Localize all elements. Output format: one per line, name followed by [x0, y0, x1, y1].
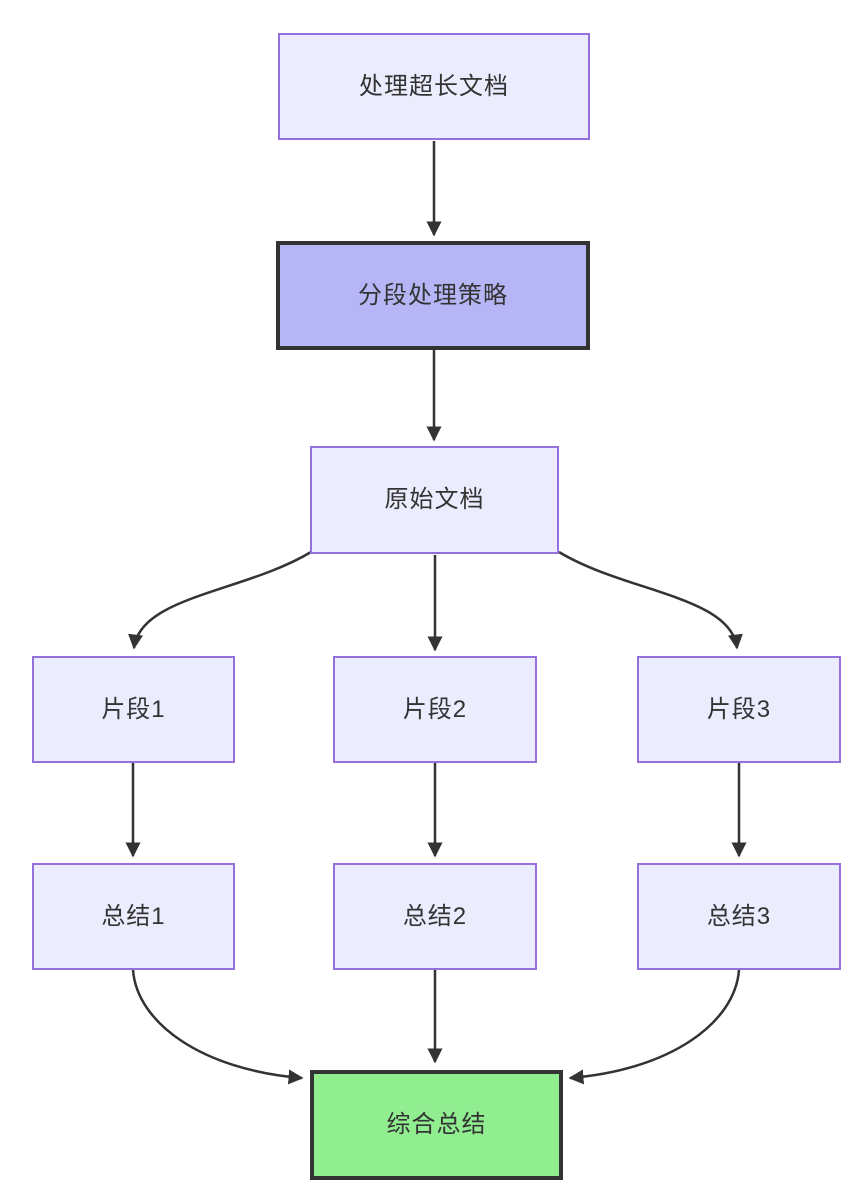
node-summary-2-label: 总结2: [402, 902, 468, 930]
node-process-long-doc: 处理超长文档: [278, 33, 590, 140]
node-fragment-1: 片段1: [32, 656, 235, 763]
node-summary-3: 总结3: [637, 863, 841, 970]
edge-summary3-to-final: [568, 969, 741, 1085]
edge-summary1-to-final: [131, 969, 304, 1085]
node-summary-1: 总结1: [32, 863, 235, 970]
node-summary-3-label: 总结3: [706, 902, 772, 930]
node-fragment-3-label: 片段3: [706, 695, 772, 723]
node-final-summary: 综合总结: [310, 1070, 563, 1180]
node-original-doc-label: 原始文档: [384, 486, 485, 514]
node-fragment-3: 片段3: [637, 656, 841, 763]
node-process-long-doc-label: 处理超长文档: [359, 72, 509, 100]
node-summary-1-label: 总结1: [101, 902, 166, 930]
node-fragment-1-label: 片段1: [101, 695, 166, 723]
node-fragment-2-label: 片段2: [402, 695, 468, 723]
node-segmentation-strategy: 分段处理策略: [276, 241, 590, 350]
node-final-summary-label: 综合总结: [386, 1111, 487, 1139]
node-original-doc: 原始文档: [310, 446, 559, 554]
edge-original-to-fragment1: [128, 550, 312, 650]
node-segmentation-strategy-label: 分段处理策略: [358, 281, 508, 309]
node-summary-2: 总结2: [333, 863, 537, 970]
node-fragment-2: 片段2: [333, 656, 537, 763]
edge-original-to-fragment3: [558, 550, 743, 650]
